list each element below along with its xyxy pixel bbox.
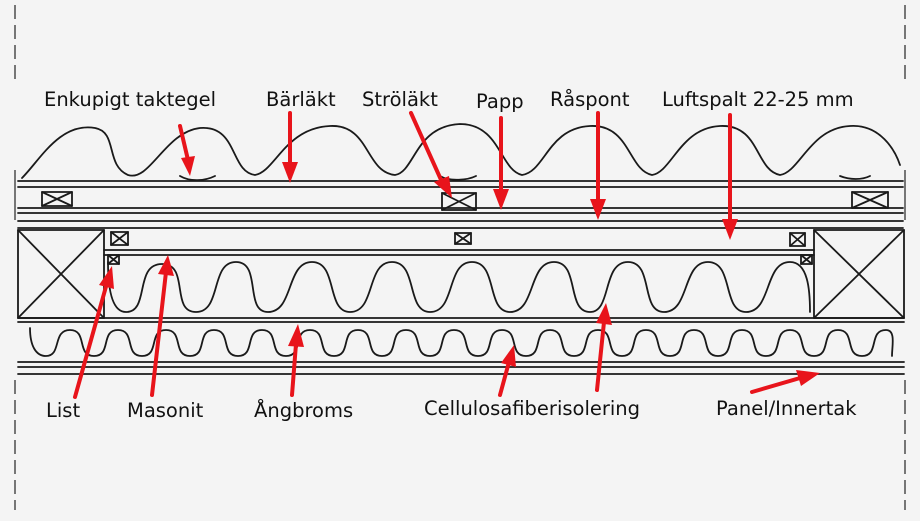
- arrow-angbroms: [288, 324, 304, 397]
- label-cellulosafiberisolering: Cellulosafiberisolering: [424, 397, 641, 420]
- cellulose-insulation-upper: [107, 261, 811, 313]
- arrow-barlakt: [282, 111, 298, 183]
- arrow-list: [73, 266, 114, 399]
- roof-tile-lips: [179, 175, 871, 182]
- arrow-luftspalt: [722, 113, 738, 240]
- arrow-cellulosa-upper: [595, 303, 612, 392]
- left-rafter: [17, 229, 105, 319]
- label-panel-innertak: Panel/Innertak: [716, 397, 857, 420]
- arrow-strolakt: [409, 111, 452, 198]
- tile-batten-lines: [17, 180, 904, 222]
- arrow-enkupigt-taktegel: [178, 124, 195, 176]
- roof-tiles: [21, 123, 901, 179]
- arrow-cellulosa-lower: [498, 345, 516, 397]
- cellulose-insulation-lower: [29, 327, 894, 357]
- arrow-raspont: [590, 111, 606, 220]
- vapour-barrier-lines: [17, 317, 905, 323]
- label-list: List: [46, 399, 81, 422]
- air-gap-battens: [107, 231, 813, 265]
- label-luftspalt: Luftspalt 22-25 mm: [662, 88, 854, 111]
- label-strolakt: Ströläkt: [362, 88, 438, 111]
- right-rafter: [813, 229, 905, 319]
- label-barlakt: Bärläkt: [266, 88, 336, 111]
- label-raspont: Råspont: [550, 88, 630, 111]
- arrow-papp: [493, 116, 509, 210]
- air-gap-lines: [17, 227, 904, 256]
- label-masonit: Masonit: [127, 399, 204, 422]
- label-angbroms: Ångbroms: [254, 399, 354, 422]
- inner-ceiling-panel: [17, 361, 905, 375]
- label-papp: Papp: [476, 90, 524, 113]
- arrow-panel-innertak: [750, 370, 820, 394]
- label-enkupigt-taktegel: Enkupigt taktegel: [44, 88, 217, 111]
- counter-batten-boxes: [41, 191, 889, 211]
- arrow-masonit: [150, 255, 174, 397]
